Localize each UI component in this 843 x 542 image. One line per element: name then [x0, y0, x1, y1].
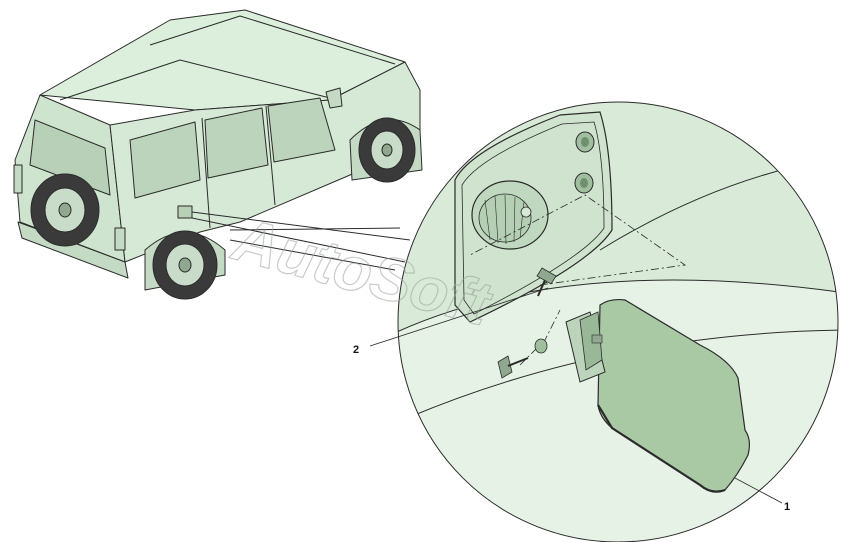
fuel-filler-cap-ribs: [484, 194, 525, 245]
rear-wheel-hub: [178, 257, 192, 273]
screw-part-2-thread: [537, 279, 546, 297]
callout-1-leader: [734, 477, 783, 504]
fuel-filler-cap-tab: [520, 206, 532, 218]
spare-wheel-hub: [58, 202, 72, 218]
vehicle-rear-window: [29, 119, 111, 196]
detail-circle-border: [397, 101, 839, 542]
vehicle-tail-light: [114, 227, 126, 251]
rubber-bumper-lower-inner: [580, 178, 588, 188]
hinge-bolt: [497, 355, 513, 379]
callout-1: 1: [734, 477, 790, 513]
fuel-flap-hinge-arm: [579, 311, 603, 371]
rubber-bumper-upper-inner: [581, 137, 589, 147]
vehicle-side-window: [129, 121, 201, 199]
vehicle-roof-rail: [59, 59, 331, 101]
fuel-flap-hinge-pin: [591, 334, 603, 344]
screw-part-2: [536, 267, 557, 285]
fuel-filler-cap-inner: [478, 193, 532, 243]
callout-2-label: 2: [353, 344, 359, 356]
vehicle-roof-rail: [149, 15, 396, 65]
vehicle-side-window: [204, 107, 269, 179]
fuel-filler-recess-inner: [461, 121, 605, 315]
callout-1-label: 1: [784, 501, 790, 513]
detail-magnified-view: [397, 101, 839, 542]
detail-leader-lines: [191, 211, 411, 271]
vehicle-side-mirror: [325, 87, 343, 109]
callout-2-leader: [369, 287, 549, 347]
assembly-guide-line: [519, 309, 561, 366]
vehicle-fuel-flap-location: [177, 205, 193, 219]
hinge-washer: [534, 338, 548, 354]
vehicle-tail-light: [13, 164, 23, 194]
callout-2: 2: [353, 287, 549, 356]
vehicle-door-line: [201, 117, 211, 229]
vehicle-illustration: [13, 9, 423, 300]
fuel-flap-edge: [597, 404, 726, 493]
vehicle-side-window: [267, 97, 336, 163]
front-wheel-hub: [381, 143, 393, 157]
vehicle-door-line: [265, 105, 276, 206]
hinge-bolt-shank: [507, 357, 529, 367]
